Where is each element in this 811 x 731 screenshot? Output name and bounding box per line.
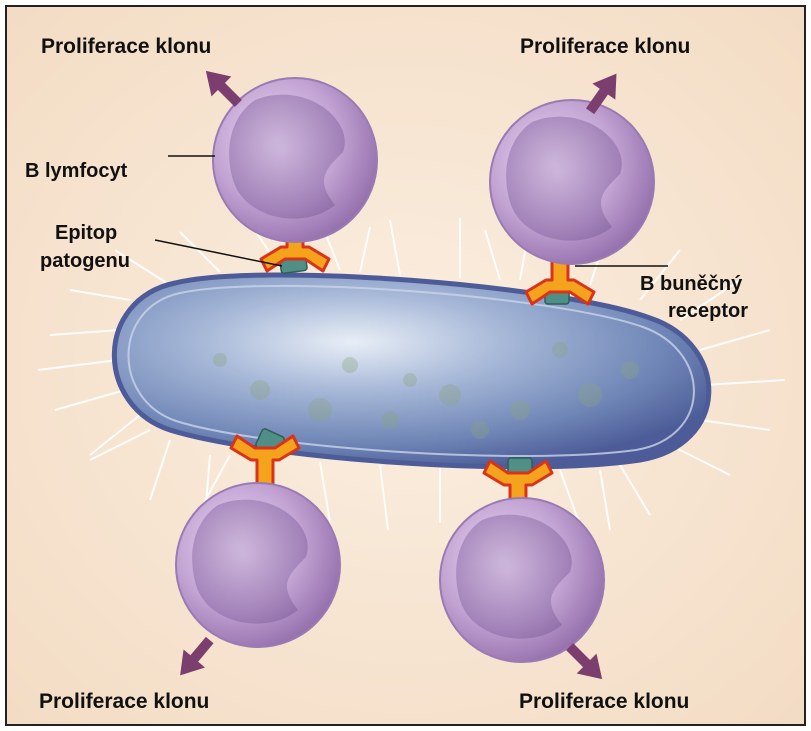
b-cell-receptor-label-line1: B buněčný <box>640 273 742 296</box>
proliferation-label-bottom-right: Proliferace klonu <box>519 690 689 714</box>
proliferation-label-bottom-left: Proliferace klonu <box>39 690 209 714</box>
proliferation-label-top-left: Proliferace klonu <box>41 35 211 59</box>
epitope-label-line2: patogenu <box>40 250 130 273</box>
proliferation-label-top-right: Proliferace klonu <box>520 35 690 59</box>
b-cell-receptor-label-line2: receptor <box>668 300 748 323</box>
epitope-label-line1: Epitop <box>55 222 117 245</box>
b-lymphocyte-label: B lymfocyt <box>25 160 127 183</box>
